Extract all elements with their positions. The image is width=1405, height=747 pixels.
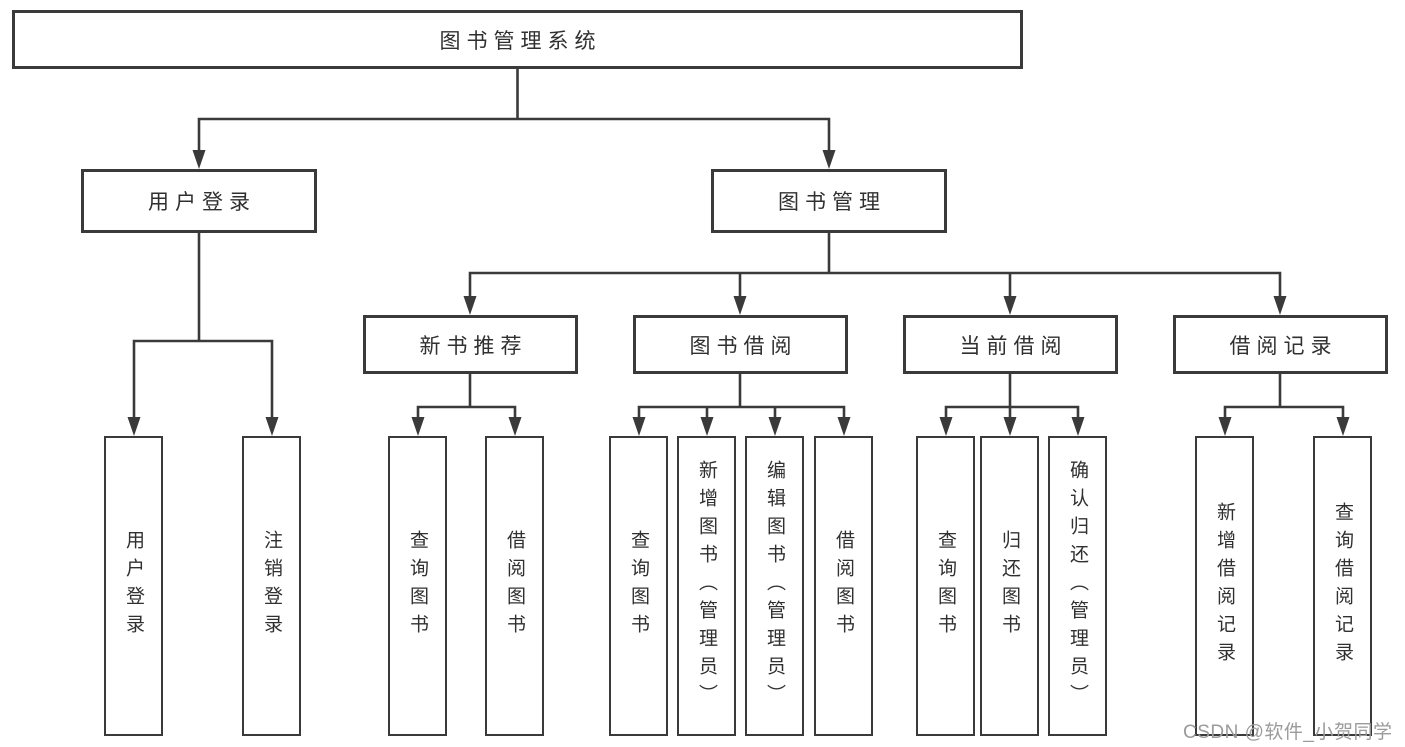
leaf-logout-label: 注销登录: [261, 530, 282, 642]
leaf-borrow-book-label: 借阅图书: [833, 530, 854, 642]
leaf-user-login: 用户登录: [104, 436, 163, 736]
arrowhead-icon: [733, 296, 747, 315]
connector-path: [132, 69, 1345, 421]
node-book-management-label: 图书管理: [778, 191, 886, 214]
arrowhead-icon: [265, 417, 279, 436]
arrowhead-icon: [1003, 296, 1017, 315]
node-current-borrow-label: 当前借阅: [959, 334, 1068, 358]
leaf-borrow-book-recommend: 借阅图书: [485, 436, 544, 736]
leaf-edit-book-admin-label: 编辑图书（管理员）: [764, 460, 785, 712]
node-root-label: 图书管理系统: [439, 29, 602, 53]
leaf-add-borrow-record-label: 新增借阅记录: [1214, 502, 1235, 670]
arrowhead-icon: [768, 417, 782, 436]
arrowhead-group: [127, 150, 1350, 436]
arrowhead-icon: [508, 417, 522, 436]
leaf-query-book-borrow-label: 查询图书: [628, 530, 649, 642]
leaf-add-book-admin: 新增图书（管理员）: [677, 436, 736, 736]
leaf-query-book-current-label: 查询图书: [935, 530, 956, 642]
leaf-confirm-return-admin-label: 确认归还（管理员）: [1067, 460, 1088, 712]
leaf-add-book-admin-label: 新增图书（管理员）: [696, 460, 717, 712]
node-new-book-recommend-label: 新书推荐: [419, 334, 528, 358]
leaf-confirm-return-admin: 确认归还（管理员）: [1048, 436, 1107, 736]
node-book-borrow-label: 图书借阅: [689, 334, 798, 358]
leaf-query-book-recommend-label: 查询图书: [407, 530, 428, 642]
node-book-management: 图书管理: [711, 169, 947, 233]
leaf-user-login-label: 用户登录: [123, 530, 144, 642]
arrowhead-icon: [939, 417, 953, 436]
leaf-borrow-book: 借阅图书: [814, 436, 873, 736]
node-user-login-label: 用户登录: [148, 191, 256, 214]
node-borrow-record-label: 借阅记录: [1229, 334, 1338, 358]
leaf-borrow-book-recommend-label: 借阅图书: [504, 530, 525, 642]
arrowhead-icon: [1071, 417, 1085, 436]
leaf-query-book-current: 查询图书: [916, 436, 975, 736]
arrowhead-icon: [192, 150, 206, 169]
leaf-query-book-borrow: 查询图书: [609, 436, 668, 736]
leaf-logout: 注销登录: [242, 436, 301, 736]
node-new-book-recommend: 新书推荐: [363, 315, 578, 374]
node-root: 图书管理系统: [12, 10, 1023, 69]
arrowhead-icon: [463, 296, 477, 315]
arrowhead-icon: [127, 417, 141, 436]
csdn-watermark: CSDN @软件_小贺同学: [1183, 722, 1393, 743]
arrowhead-icon: [632, 417, 646, 436]
arrowhead-icon: [837, 417, 851, 436]
leaf-query-borrow-record-label: 查询借阅记录: [1332, 502, 1353, 670]
arrowhead-icon: [1273, 296, 1287, 315]
node-borrow-record: 借阅记录: [1173, 315, 1388, 374]
leaf-edit-book-admin: 编辑图书（管理员）: [745, 436, 804, 736]
connector-path-group: [132, 69, 1345, 421]
arrowhead-icon: [700, 417, 714, 436]
arrowhead-icon: [1003, 417, 1017, 436]
node-user-login: 用户登录: [81, 169, 317, 233]
arrowhead-icon: [1218, 417, 1232, 436]
arrowhead-icon: [411, 417, 425, 436]
leaf-add-borrow-record: 新增借阅记录: [1195, 436, 1254, 736]
leaf-return-book-label: 归还图书: [999, 530, 1020, 642]
arrowhead-icon: [822, 150, 836, 169]
leaf-query-borrow-record: 查询借阅记录: [1313, 436, 1372, 736]
leaf-return-book: 归还图书: [980, 436, 1039, 736]
node-book-borrow: 图书借阅: [633, 315, 848, 374]
node-current-borrow: 当前借阅: [903, 315, 1118, 374]
arrowhead-icon: [1336, 417, 1350, 436]
leaf-query-book-recommend: 查询图书: [388, 436, 447, 736]
